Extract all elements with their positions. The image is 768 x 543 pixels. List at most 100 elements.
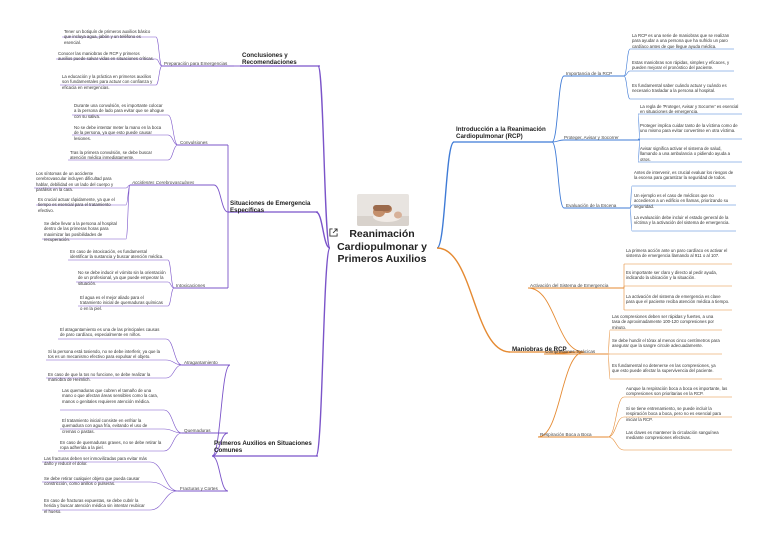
sub-proteger[interactable]: Proteger, Avisar y Socorrer [564, 135, 619, 140]
sub-link [527, 287, 585, 353]
sub-quemaduras[interactable]: Quemaduras [184, 428, 211, 433]
leaf: La evaluación debe incluir el estado gen… [634, 215, 730, 226]
trunk-primeros [315, 247, 331, 457]
leaf-link [607, 396, 625, 438]
leaf-link [167, 259, 175, 289]
leaf-link [623, 48, 631, 77]
leaf: En caso de intoxicación, es fundamental … [70, 249, 164, 260]
leaf-link [623, 75, 631, 100]
leaf: Es fundamental saber cuándo actuar y cuá… [632, 83, 727, 94]
branch-situaciones[interactable]: Situaciones de Emergencia Específicas [230, 200, 311, 215]
leaf-link [637, 139, 641, 163]
leaf-link [155, 58, 163, 67]
sub-activacion[interactable]: Activación del Sistema de Emergencia [530, 283, 609, 288]
branch-maniobras[interactable]: Maniobras de RCP [512, 346, 567, 353]
leaf: En caso de quemaduras graves, no se debe… [60, 440, 162, 451]
leaf-link [165, 338, 183, 366]
leaf: No se debe inducir el vómito sin la orie… [78, 270, 166, 286]
leaf: Si la persona está tosiendo, no se debe … [48, 349, 161, 360]
trunk-maniobras [436, 247, 511, 353]
leaf: Tener un botiquín de primeros auxilios b… [64, 29, 151, 45]
leaf: Durante una convulsión, es importante co… [74, 103, 165, 119]
leaf-link [607, 353, 611, 380]
leaf: Es crucial actuar rápidamente, ya que el… [38, 197, 115, 213]
sub-atragantamiento[interactable]: Atragantamiento [184, 360, 218, 365]
sub-link [211, 432, 229, 457]
leaf: Las claves es mantener la circulación sa… [626, 430, 719, 441]
leaf: La RCP es una serie de maniobras que se … [632, 33, 730, 49]
leaf: No se debe intentar meter la mano en la … [74, 125, 162, 141]
leaf-link [163, 428, 183, 434]
sub-preparacion[interactable]: Preparación para Emergencias [164, 61, 228, 66]
sub-intoxicaciones[interactable]: Intoxicaciones [176, 283, 206, 288]
leaf-link [167, 114, 179, 146]
leaf: La primera acción ante un paro cardíaco … [626, 248, 728, 259]
leaf-link [607, 416, 625, 438]
leaf: La educación y la práctica en primeros a… [62, 74, 153, 90]
cpr-photo [357, 194, 409, 226]
leaf: Aunque la respiración boca a boca es imp… [626, 386, 728, 397]
leaf-link [163, 409, 183, 434]
leaf-link [149, 490, 179, 511]
sub-evaluacion[interactable]: Evaluación de la Escena [566, 203, 617, 208]
leaf: El agua es el mejor aliado para el trata… [80, 295, 163, 311]
leaf-link [125, 184, 131, 240]
sub-compresiones[interactable]: Compresiones Torácicas [545, 349, 596, 354]
leaf: Estas maniobras son rápidas, simples y e… [632, 60, 730, 71]
leaf: Es importante ser claro y directo al ped… [626, 270, 717, 281]
branch-introduccion[interactable]: Introducción a la Reanimación Cardiopulm… [456, 126, 546, 141]
sub-link [551, 139, 565, 143]
leaf: Conocer las maniobras de RCP y primeros … [58, 51, 155, 62]
leaf: Las fracturas deben ser inmovilizadas pa… [44, 456, 147, 467]
cpr-illustration [357, 194, 409, 226]
leaf: En caso de que la tos no funcione, se de… [48, 372, 151, 383]
leaf: Un ejemplo es el caso de médicos que no … [634, 193, 729, 209]
leaf: Las quemaduras que cubren el tamaño de u… [62, 388, 159, 404]
leaf-link [623, 70, 631, 77]
leaf: La activación del sistema de emergencia … [626, 294, 730, 305]
leaf-link [149, 461, 179, 492]
leaf-link [165, 364, 183, 379]
leaf-link [155, 65, 163, 86]
leaf: Se debe llevar a la persona al hospital … [44, 221, 117, 242]
external-link-icon[interactable] [329, 228, 338, 237]
leaf-link [637, 113, 641, 141]
leaf-link [629, 204, 633, 209]
sub-acv[interactable]: Accidentes Cerebrovasculares [132, 180, 195, 185]
branch-primeros[interactable]: Primeros Auxilios en Situaciones Comunes [214, 440, 312, 455]
central-topic[interactable]: Reanimación Cardiopulmonar y Primeros Au… [327, 228, 437, 266]
leaf: Tras la primera convulsión, se debe busc… [70, 150, 152, 161]
leaf-link [607, 436, 625, 451]
leaf: Si se tiene entrenamiento, se puede incl… [626, 406, 722, 422]
trunk-introduccion [436, 141, 455, 249]
leaf-link [167, 281, 175, 289]
leaf: El tratamiento inicial consiste en enfri… [62, 418, 148, 434]
leaf: Proteger implica cuidar tanto de la víct… [640, 123, 738, 134]
leaf-link [167, 144, 179, 161]
leaf: La regla de 'Proteger, Avisar y Socorrer… [640, 104, 739, 115]
leaf-link [149, 481, 179, 492]
leaf: El atragantamiento es una de las princip… [60, 327, 160, 338]
leaf: Es fundamental no detenerse en las compr… [612, 363, 716, 374]
leaf-link [607, 329, 611, 355]
sub-fracturas[interactable]: Fracturas y Cortes [180, 486, 218, 491]
trunk-conclusiones [317, 65, 331, 249]
leaf: En caso de fracturas expuestas, se debe … [44, 498, 145, 514]
leaf: Se debe retirar cualquier objeto que pue… [44, 476, 140, 487]
sub-link [211, 364, 231, 457]
leaf-link [167, 287, 175, 307]
branch-conclusiones[interactable]: Conclusiones y Recomendaciones [242, 52, 297, 67]
sub-link [537, 351, 585, 438]
sub-convulsiones[interactable]: Convulsiones [180, 140, 208, 145]
sub-importancia[interactable]: Importancia de la RCP [566, 71, 613, 76]
leaf-link [163, 432, 183, 452]
leaf: Avisar significa activar el sistema de s… [640, 146, 731, 162]
sub-link [211, 455, 229, 492]
central-title: Reanimación Cardiopulmonar y Primeros Au… [337, 228, 427, 265]
sub-link [213, 184, 229, 213]
leaf: Se debe hundir el tórax al menos cinco c… [612, 338, 720, 349]
sub-respiracion[interactable]: Respiración Boca a Boca [540, 432, 592, 437]
leaf: Los síntomas de un accidente cerebrovasc… [36, 171, 114, 192]
